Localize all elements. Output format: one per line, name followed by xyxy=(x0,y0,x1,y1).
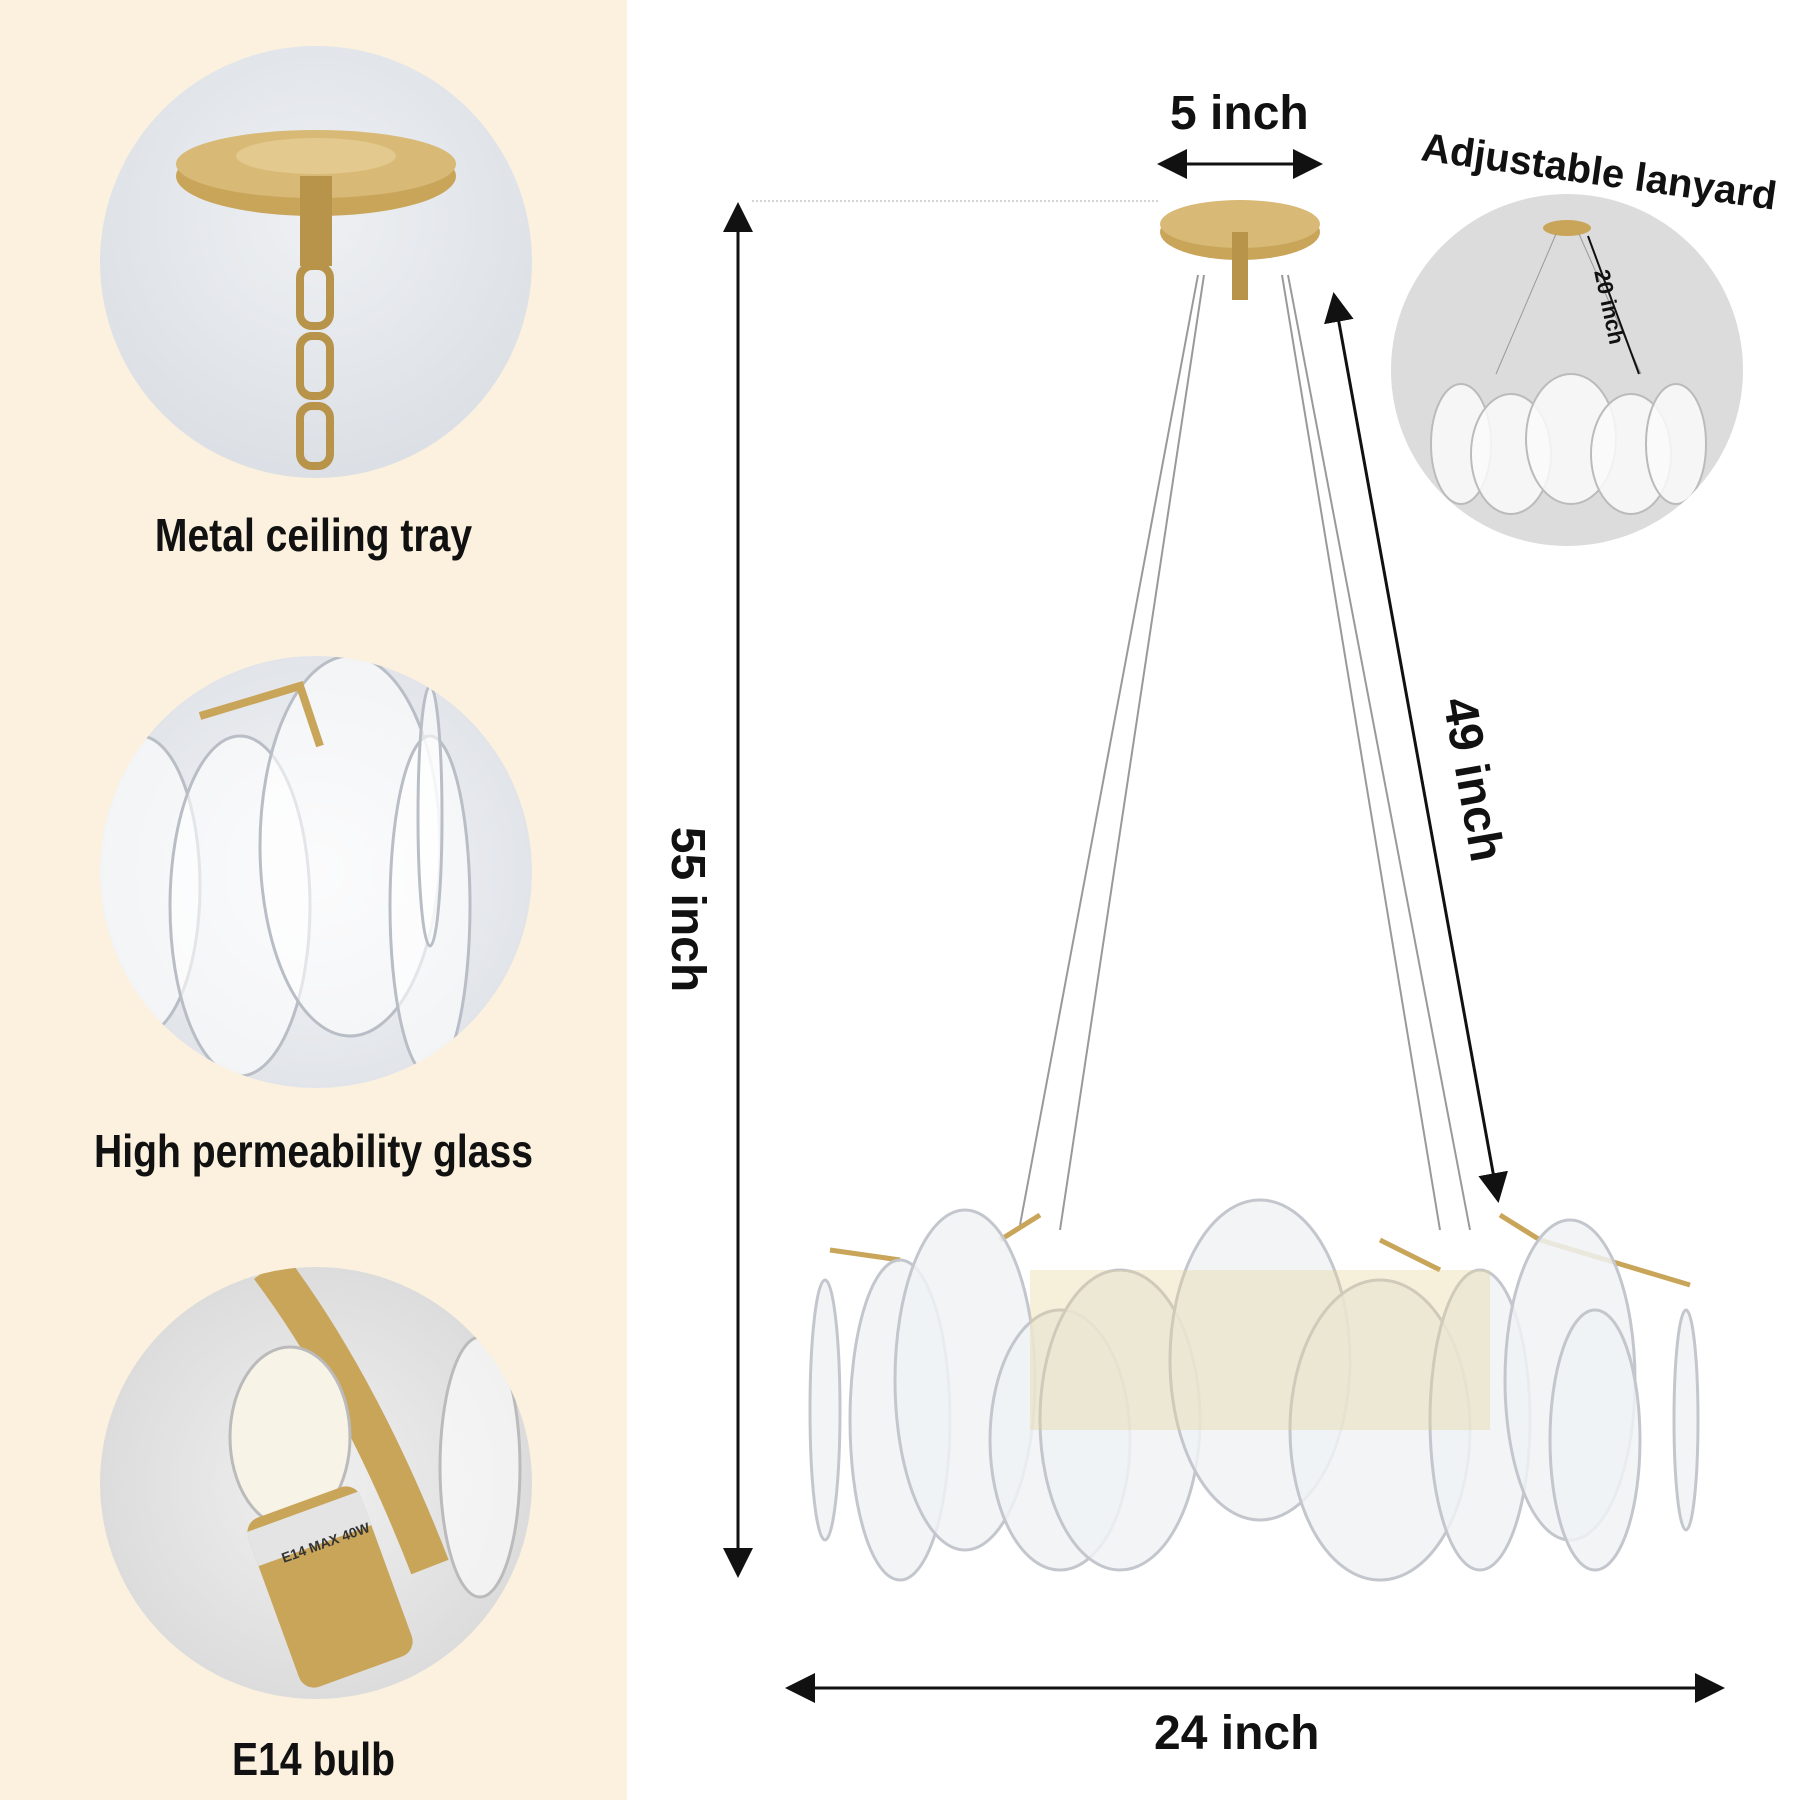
diameter-label: 24 inch xyxy=(1154,1707,1320,1760)
feature-label: Metal ceiling tray xyxy=(154,509,473,561)
canopy-width-label: 5 inch xyxy=(1170,87,1309,140)
cables xyxy=(1019,274,1471,1231)
feature-label: High permeability glass xyxy=(94,1125,533,1177)
total-height-label: 55 inch xyxy=(661,826,715,993)
chandelier-body xyxy=(808,1198,1700,1582)
cable-arrow xyxy=(1324,292,1508,1203)
lanyard-inset: 20 inch xyxy=(1391,194,1743,546)
canopy xyxy=(1160,200,1320,300)
inset-chandelier-icon xyxy=(1430,220,1707,515)
glass-panel-photo xyxy=(100,656,532,1088)
bulb-photo: E14 MAX 40W xyxy=(100,1267,532,1699)
glass-panel-icon xyxy=(100,656,472,1078)
ceiling-tray-photo xyxy=(100,46,532,478)
feature-label: E14 bulb xyxy=(232,1733,395,1785)
ceiling-tray-icon xyxy=(176,130,456,470)
bulb-icon xyxy=(228,1267,522,1688)
